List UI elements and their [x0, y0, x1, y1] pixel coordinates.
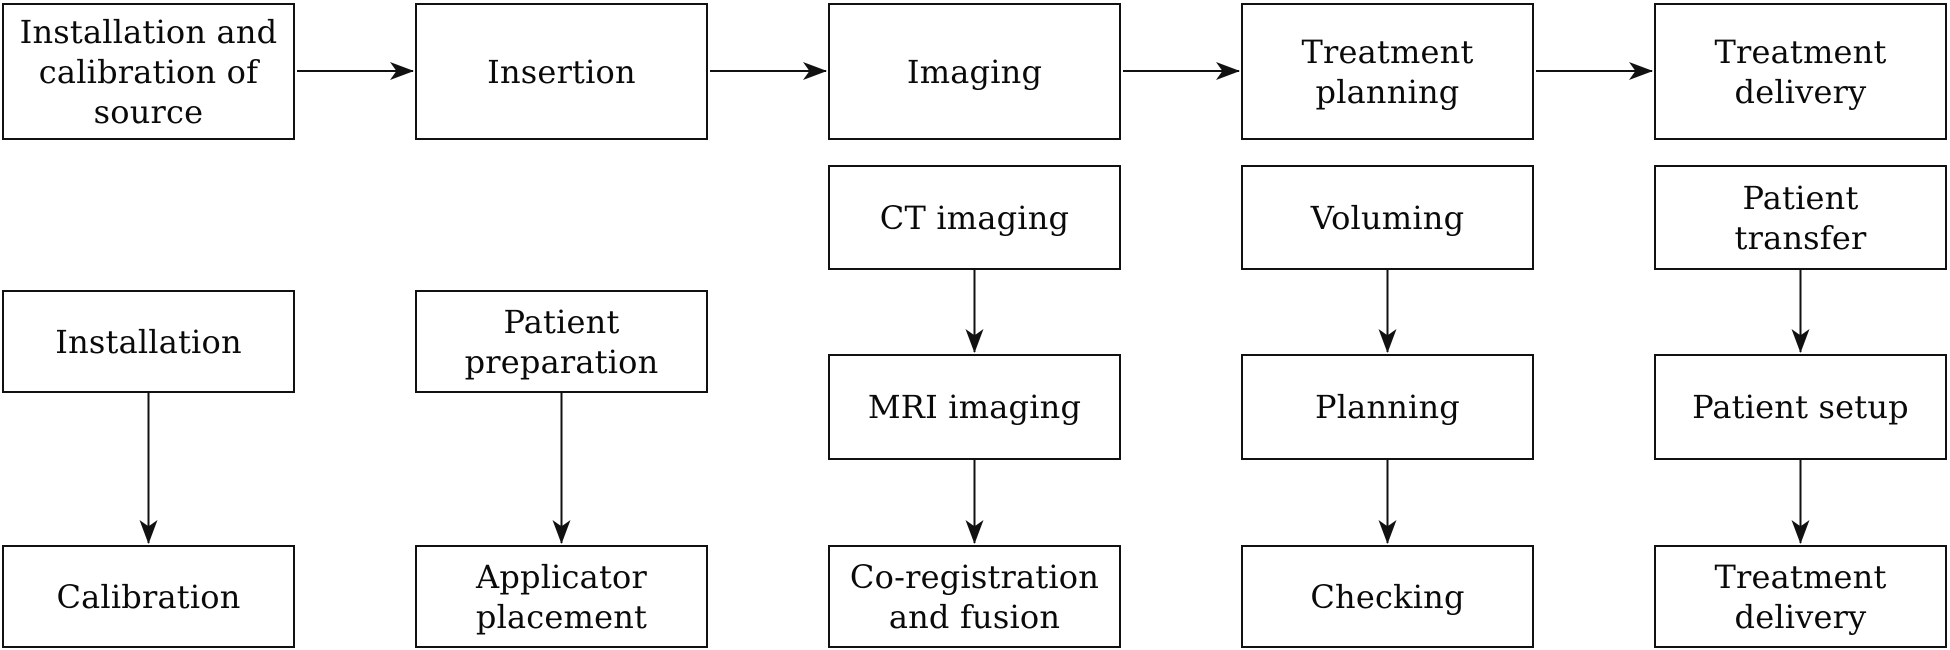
flow-step-label: Treatment planning [1301, 32, 1474, 111]
flow-step-label: Imaging [906, 52, 1043, 91]
flow-step-treatment-delivery: Treatment delivery [1654, 3, 1947, 140]
flow-substep-label: Checking [1310, 577, 1465, 616]
flow-substep-label: Installation [55, 322, 242, 361]
flow-substep-label: Calibration [56, 577, 241, 616]
flow-substep-treatment-delivery-final: Treatment delivery [1654, 545, 1947, 648]
flow-substep-applicator-placement: Applicator placement [415, 545, 708, 648]
flow-substep-ct-imaging: CT imaging [828, 165, 1121, 270]
flow-step-installation-and-calibration-of-source: Installation and calibration of source [2, 3, 295, 140]
flow-substep-patient-preparation: Patient preparation [415, 290, 708, 393]
flow-substep-mri-imaging: MRI imaging [828, 354, 1121, 460]
flow-substep-label: Voluming [1310, 198, 1465, 237]
flow-substep-patient-transfer: Patient transfer [1654, 165, 1947, 270]
flow-substep-label: CT imaging [879, 198, 1070, 237]
flow-step-insertion: Insertion [415, 3, 708, 140]
flow-step-label: Insertion [487, 52, 636, 91]
flow-substep-voluming: Voluming [1241, 165, 1534, 270]
flow-step-label: Installation and calibration of source [19, 12, 278, 131]
flow-step-imaging: Imaging [828, 3, 1121, 140]
flow-substep-planning: Planning [1241, 354, 1534, 460]
flow-substep-label: Planning [1315, 388, 1460, 426]
flow-step-label: Treatment delivery [1714, 32, 1887, 111]
flow-substep-calibration: Calibration [2, 545, 295, 648]
flow-substep-label: Patient setup [1692, 388, 1909, 426]
flow-substep-installation: Installation [2, 290, 295, 393]
flow-substep-co-registration-and-fusion: Co-registration and fusion [828, 545, 1121, 648]
flow-substep-label: Patient preparation [464, 302, 659, 381]
flow-substep-label: Co-registration and fusion [849, 557, 1100, 636]
flow-substep-label: Patient transfer [1734, 178, 1867, 257]
flow-substep-label: Applicator placement [475, 557, 648, 636]
flow-step-treatment-planning: Treatment planning [1241, 3, 1534, 140]
flow-substep-label: MRI imaging [867, 388, 1082, 426]
flow-substep-checking: Checking [1241, 545, 1534, 648]
flow-substep-patient-setup: Patient setup [1654, 354, 1947, 460]
flow-substep-label: Treatment delivery [1714, 557, 1887, 636]
